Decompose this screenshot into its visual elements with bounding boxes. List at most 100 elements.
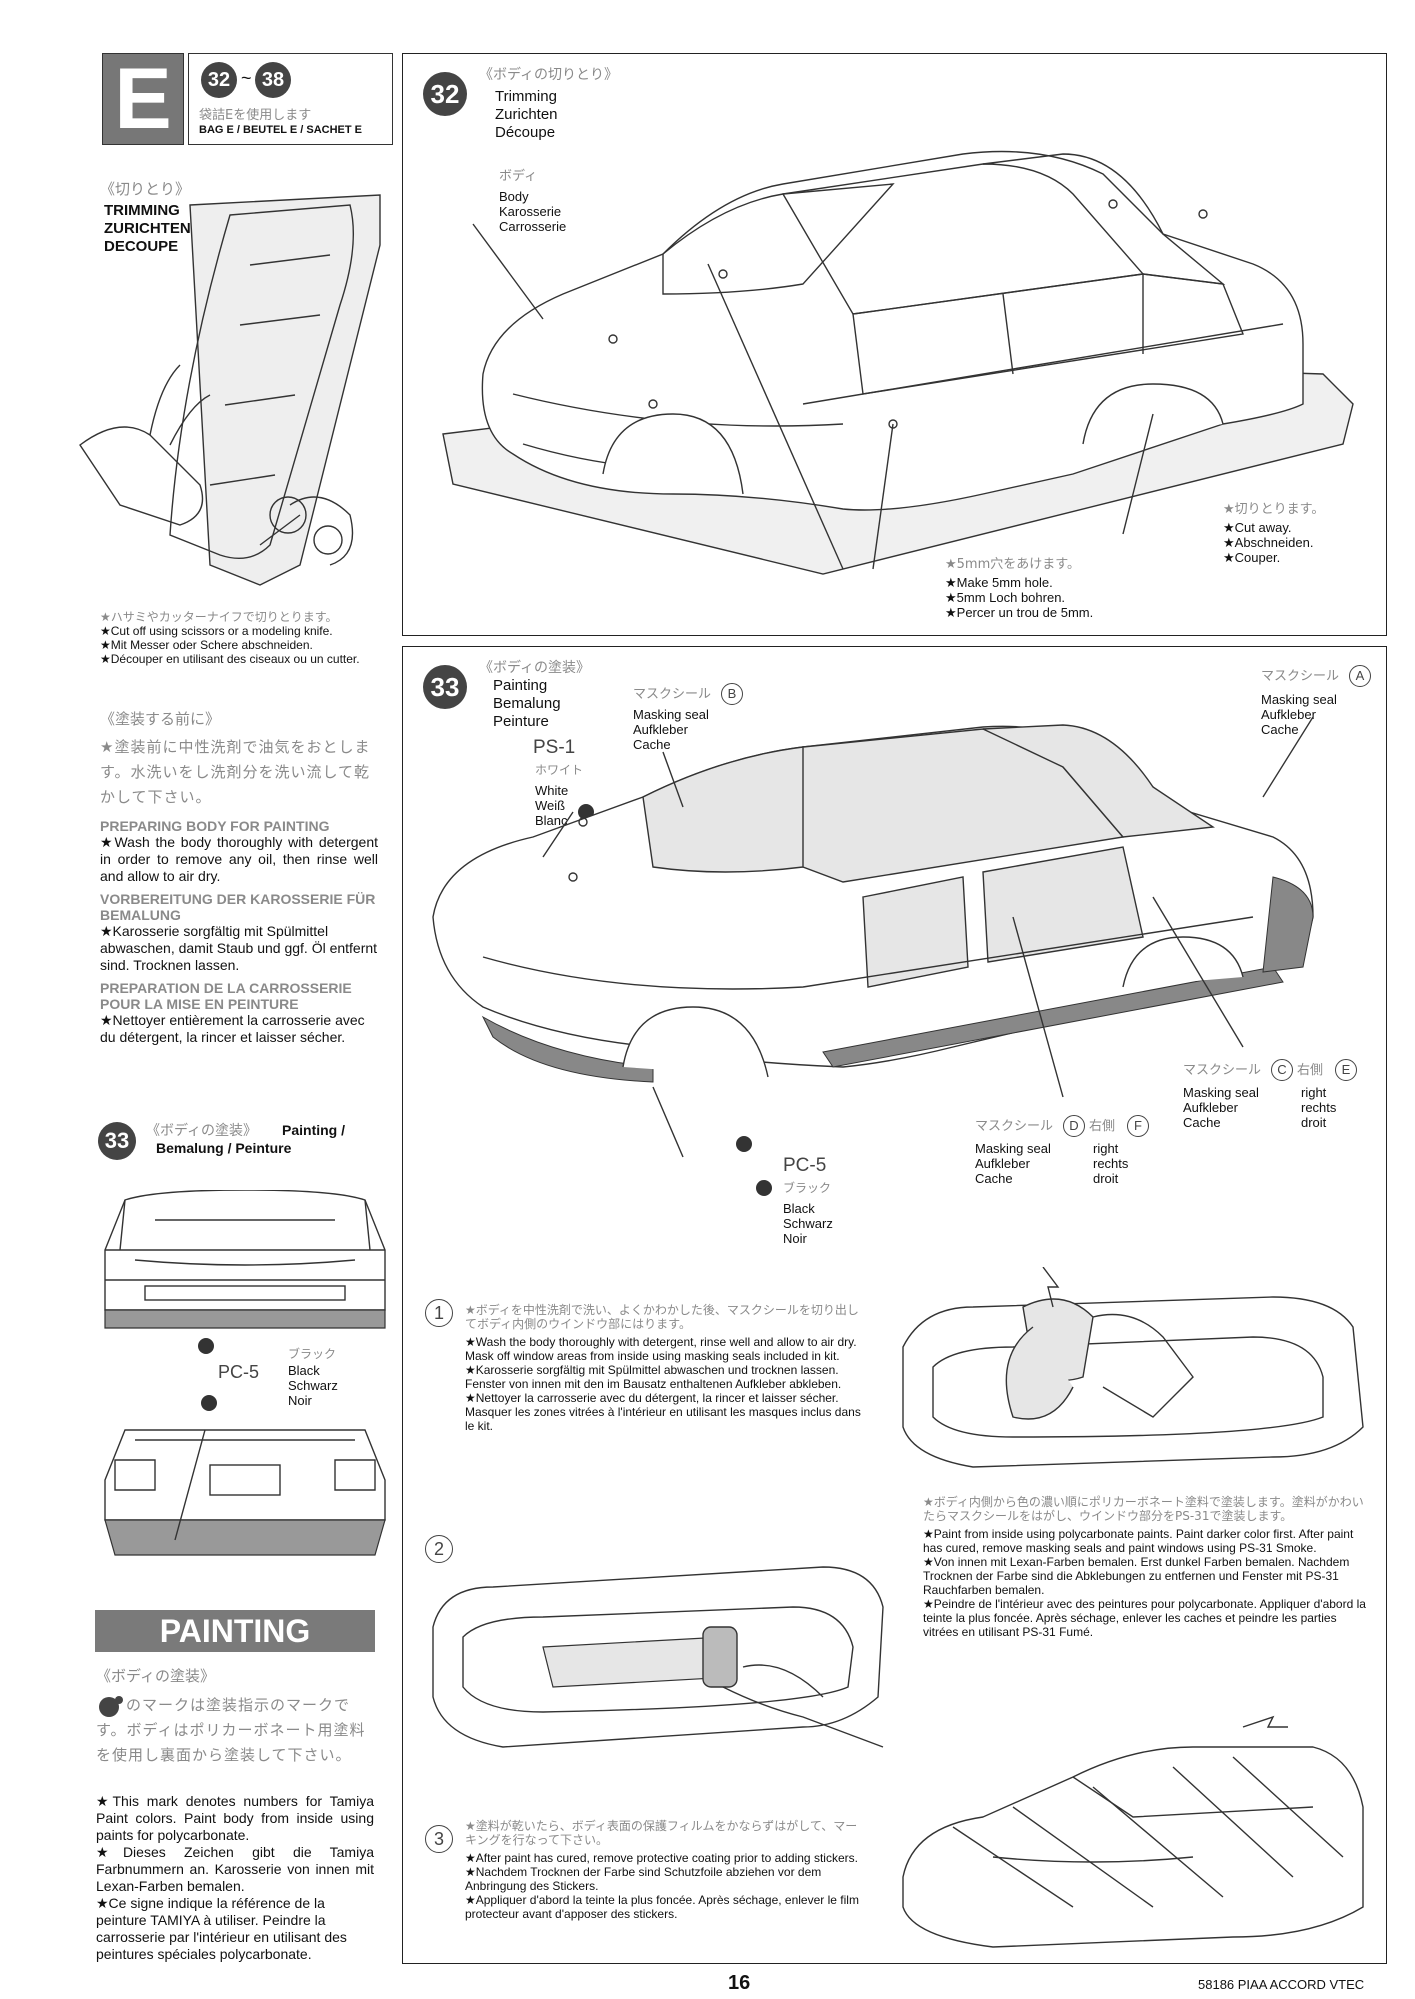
substep-2-text: ★ボディ内側から色の濃い順にポリカーボネート塗料で塗装します。塗料がかわいたらマ… — [923, 1495, 1368, 1639]
seal-d-en: Masking seal — [975, 1141, 1051, 1156]
seal-d-letter: D — [1063, 1115, 1085, 1137]
substep-1-text: ★ボディを中性洗剤で洗い、よくかわかした後、マスクシールを切り出してボディ内側の… — [465, 1303, 865, 1433]
step-33-number: 33 — [423, 665, 467, 709]
sidebar-pc5-code: PC-5 — [218, 1362, 259, 1383]
sidebar-step-33-title2: Bemalung / Peinture — [156, 1140, 291, 1156]
substep-1-fr: ★Nettoyer la carrosserie avec du déterge… — [465, 1391, 865, 1433]
substep-3-en: ★After paint has cured, remove protectiv… — [465, 1851, 865, 1865]
substep-3-fr: ★Appliquer d'abord la teinte la plus fon… — [465, 1893, 865, 1921]
painting-fr: ★Ce signe indique la référence de la pei… — [96, 1895, 374, 1963]
cut-away-fr: ★Couper. — [1223, 550, 1280, 565]
paint-drop-icon — [733, 1133, 755, 1155]
substep-3-number: 3 — [425, 1825, 453, 1853]
step-range-to: 38 — [255, 62, 291, 98]
seal-b-jp: マスクシール — [633, 687, 711, 702]
film-removal-illustration — [893, 1707, 1373, 1957]
seal-c-right-jp: 右側 — [1297, 1063, 1323, 1078]
sidebar-step-33-title: Painting / — [282, 1122, 345, 1138]
cut-de: ★Mit Messer oder Schere abschneiden. — [100, 638, 380, 652]
paint-drop-icon — [195, 1335, 217, 1357]
substep-1-number: 1 — [425, 1299, 453, 1327]
substep-2-de: ★Von innen mit Lexan-Farben bemalen. Ers… — [923, 1555, 1368, 1597]
prep-jp-title: 《塗装する前に》 — [100, 708, 378, 729]
cut-en: ★Cut off using scissors or a modeling kn… — [100, 624, 380, 638]
hole-fr: ★Percer un trou de 5mm. — [945, 605, 1093, 620]
substep-3-jp: ★塗料が乾いたら、ボディ表面の保護フィルムをかならずはがして、マーキングを行なっ… — [465, 1819, 865, 1847]
substep-1-jp: ★ボディを中性洗剤で洗い、よくかわかした後、マスクシールを切り出してボディ内側の… — [465, 1303, 865, 1331]
prep-en: ★Wash the body thoroughly with detergent… — [100, 834, 378, 885]
paint-drop-icon — [198, 1392, 220, 1414]
spraying-illustration — [423, 1547, 893, 1787]
painting-jp: のマークは塗装指示のマークです。ボディはポリカーボネート用塗料を使用し裏面から塗… — [96, 1693, 376, 1768]
painting-de: ★Dieses Zeichen gibt die Tamiya Farbnumm… — [96, 1844, 374, 1895]
sidebar-pc5-jp: ブラック — [288, 1345, 336, 1362]
seal-e-letter: E — [1335, 1059, 1357, 1081]
step-33-panel: 33 《ボディの塗装》 Painting Bemalung Peinture P… — [402, 646, 1387, 1964]
car-front-view — [95, 1190, 395, 1335]
cut-away-jp: ★切りとります。 — [1223, 502, 1324, 517]
cut-away-de: ★Abschneiden. — [1223, 535, 1313, 550]
cut-fr: ★Découper en utilisant des ciseaux ou un… — [100, 652, 380, 666]
prep-en-title: PREPARING BODY FOR PAINTING — [100, 818, 378, 834]
sidebar-pc5-schwarz: Schwarz — [288, 1378, 338, 1393]
cut-jp: ★ハサミやカッターナイフで切りとります。 — [100, 610, 380, 624]
pc5-code: PC-5 — [783, 1155, 826, 1177]
section-letter: E — [103, 54, 183, 144]
seal-a-en: Masking seal — [1261, 692, 1337, 707]
seal-d-right-de: rechts — [1093, 1156, 1128, 1171]
sidebar-pc5-black: Black — [288, 1363, 320, 1378]
substep-1-en: ★Wash the body thoroughly with detergent… — [465, 1335, 865, 1363]
prep-de: ★Karosserie sorgfältig mit Spülmittel ab… — [100, 923, 378, 974]
seal-a-letter: A — [1349, 665, 1371, 687]
prep-fr-title: PREPARATION DE LA CARROSSERIE POUR LA MI… — [100, 980, 378, 1012]
painting-banner-text: PAINTING — [95, 1610, 375, 1652]
substep-2-fr: ★Peindre de l'intérieur avec des peintur… — [923, 1597, 1368, 1639]
preparing-section: 《塗装する前に》 ★塗装前に中性洗剤で油気をおとします。水洗いをし洗剤分を洗い流… — [100, 708, 378, 1046]
seal-d-right-en: right — [1093, 1141, 1118, 1156]
pc5-noir: Noir — [783, 1231, 807, 1246]
seal-d-fr: Cache — [975, 1171, 1013, 1186]
page-number: 16 — [728, 1972, 750, 1995]
painting-jp-title: 《ボディの塗装》 — [96, 1665, 215, 1686]
painting-banner: PAINTING — [95, 1610, 375, 1652]
step-32-panel: 32 《ボディの切りとり》 Trimming Zurichten Découpe… — [402, 53, 1387, 636]
bag-jp: 袋詰Eを使用します — [199, 104, 311, 123]
seal-d-jp: マスクシール — [975, 1119, 1053, 1134]
pc5-jp: ブラック — [783, 1181, 831, 1196]
product-name: 58186 PIAA ACCORD VTEC — [1198, 1977, 1364, 1992]
sidebar-step-33-number: 33 — [98, 1122, 136, 1160]
prep-de-title: VORBEREITUNG DER KAROSSERIE FÜR BEMALUNG — [100, 891, 378, 923]
substep-2-jp: ★ボディ内側から色の濃い順にポリカーボネート塗料で塗装します。塗料がかわいたらマ… — [923, 1495, 1368, 1523]
step-32-number: 32 — [423, 72, 467, 116]
masking-illustration — [893, 1267, 1373, 1487]
step-33-title-en: Painting — [493, 677, 547, 694]
car-body-painting — [423, 717, 1373, 1197]
step-32-title-jp: 《ボディの切りとり》 — [479, 64, 618, 84]
hole-en: ★Make 5mm hole. — [945, 575, 1053, 590]
hole-jp: ★5mm穴をあけます。 — [945, 557, 1080, 572]
cut-away-en: ★Cut away. — [1223, 520, 1292, 535]
step-33-title-de: Bemalung — [493, 695, 561, 712]
painting-notes: ★This mark denotes numbers for Tamiya Pa… — [96, 1793, 374, 1963]
seal-a-jp: マスクシール — [1261, 669, 1339, 684]
step-range-from: 32 — [201, 62, 237, 98]
step-32-title-en: Trimming — [495, 88, 557, 105]
seal-c-right-en: right — [1301, 1085, 1326, 1100]
seal-c-en: Masking seal — [1183, 1085, 1259, 1100]
step-range-tilde: ~ — [241, 68, 252, 89]
seal-c-letter: C — [1271, 1059, 1293, 1081]
section-letter-box: E — [102, 53, 184, 145]
trimming-illustration — [60, 185, 400, 595]
seal-c-right-de: rechts — [1301, 1100, 1336, 1115]
pc5-schwarz: Schwarz — [783, 1216, 833, 1231]
sidebar-step-33-jp: 《ボディの塗装》 — [146, 1120, 257, 1140]
pc5-black: Black — [783, 1201, 815, 1216]
substep-2-en: ★Paint from inside using polycarbonate p… — [923, 1527, 1368, 1555]
seal-c-de: Aufkleber — [1183, 1100, 1238, 1115]
prep-jp: ★塗装前に中性洗剤で油気をおとします。水洗いをし洗剤分を洗い流して乾かして下さい… — [100, 735, 378, 810]
seal-c-fr: Cache — [1183, 1115, 1221, 1130]
paint-drop-icon — [753, 1177, 775, 1199]
cut-instructions: ★ハサミやカッターナイフで切りとります。 ★Cut off using scis… — [100, 610, 380, 666]
seal-d-de: Aufkleber — [975, 1156, 1030, 1171]
painting-en: ★This mark denotes numbers for Tamiya Pa… — [96, 1793, 374, 1844]
